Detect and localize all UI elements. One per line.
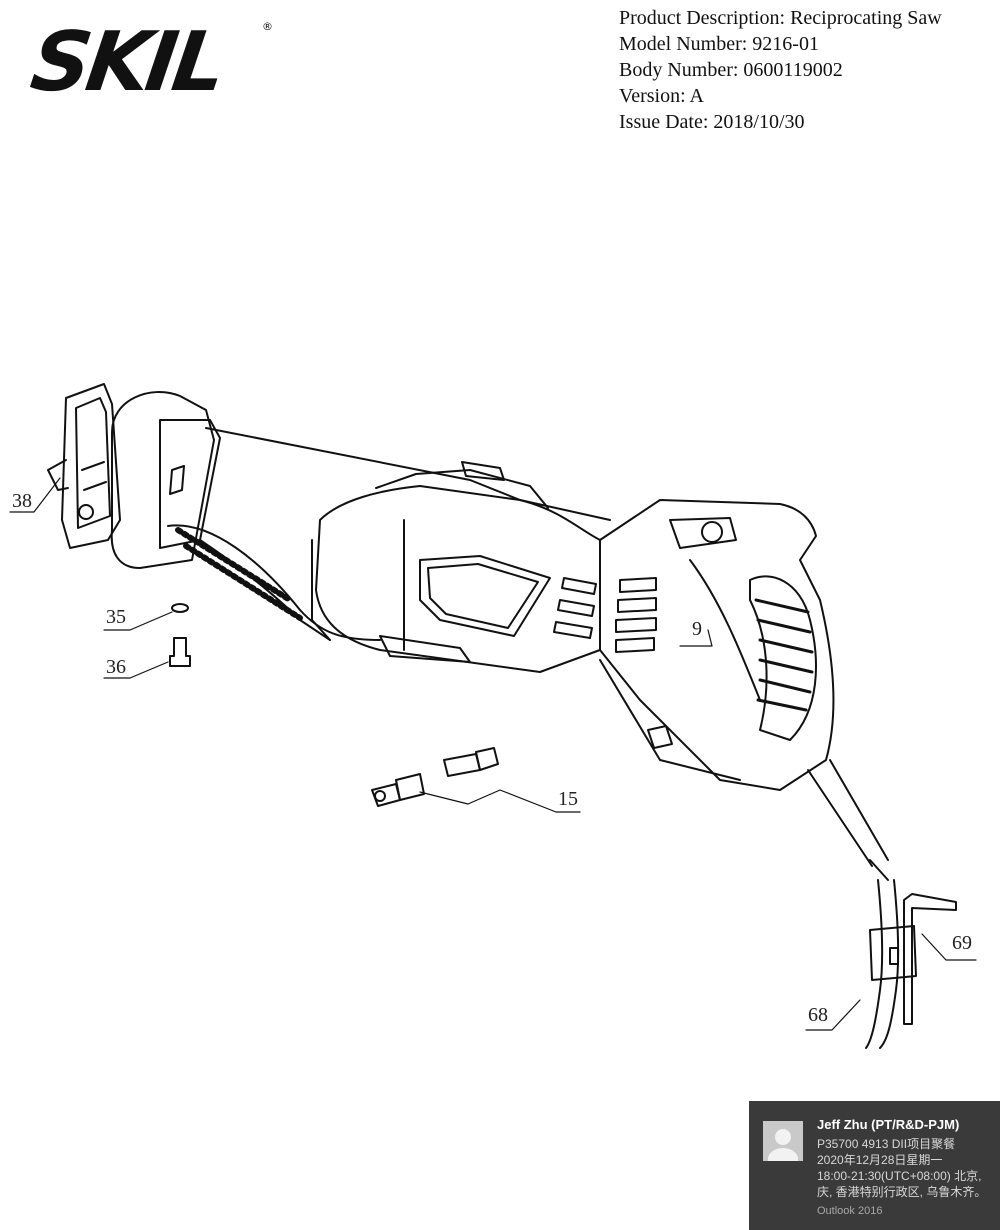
outlook-notification[interactable]: Jeff Zhu (PT/R&D-PJM) P35700 4913 DII项目聚… <box>749 1101 1000 1230</box>
callout-68: 68 <box>808 1004 828 1026</box>
notification-sender: Jeff Zhu (PT/R&D-PJM) <box>817 1117 960 1132</box>
nose-part <box>110 391 221 569</box>
brush-15 <box>371 747 499 807</box>
model-number: Model Number: 9216-01 <box>619 33 819 55</box>
callout-38: 38 <box>12 490 32 512</box>
callout-36: 36 <box>106 656 126 678</box>
product-info: Product Description: Reciprocating Saw M… <box>619 5 942 135</box>
pin-35 <box>171 603 189 613</box>
shoe-part <box>47 383 121 549</box>
product-description: Product Description: Reciprocating Saw <box>619 7 942 29</box>
power-cord <box>807 759 917 1049</box>
avatar-head-shape <box>775 1129 791 1145</box>
registered-mark: ® <box>262 20 273 33</box>
notification-app-name: Outlook 2016 <box>817 1205 883 1217</box>
notification-location: 庆, 香港特别行政区, 乌鲁木齐。 <box>817 1185 987 1199</box>
vent-slots <box>553 577 657 653</box>
version: Version: A <box>619 85 704 107</box>
hex-key <box>903 893 957 1025</box>
callout-69: 69 <box>952 932 972 954</box>
callout-9: 9 <box>692 618 702 640</box>
callout-35: 35 <box>106 606 126 628</box>
notification-time: 18:00-21:30(UTC+08:00) 北京, <box>817 1169 982 1183</box>
rear-handle <box>599 499 835 791</box>
avatar <box>763 1121 803 1161</box>
body-tube <box>167 427 611 641</box>
screw-36 <box>169 637 191 667</box>
callout-15: 15 <box>558 788 578 810</box>
notification-subject: P35700 4913 DII项目聚餐 <box>817 1137 956 1151</box>
body-number: Body Number: 0600119002 <box>619 59 843 81</box>
notification-date: 2020年12月28日星期一 <box>817 1153 943 1167</box>
avatar-torso-shape <box>768 1148 798 1161</box>
leader-lines <box>9 477 977 1031</box>
issue-date: Issue Date: 2018/10/30 <box>619 111 805 133</box>
motor-housing <box>311 461 601 673</box>
